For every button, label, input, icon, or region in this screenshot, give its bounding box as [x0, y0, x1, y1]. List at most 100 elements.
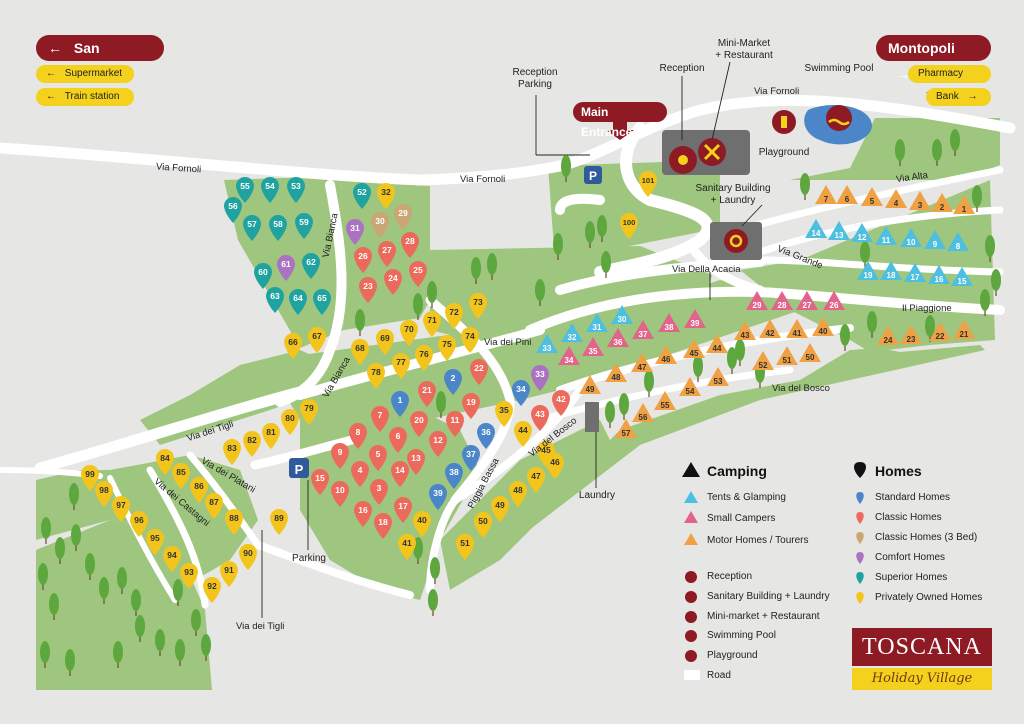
pitch-32[interactable]: 32 [561, 323, 583, 342]
home-89[interactable]: 89 [270, 509, 288, 535]
home-101[interactable]: 101 [639, 171, 657, 197]
home-50[interactable]: 50 [474, 512, 492, 538]
home-30[interactable]: 30 [371, 212, 389, 238]
home-61[interactable]: 61 [277, 255, 295, 281]
pitch-37[interactable]: 37 [632, 320, 654, 339]
home-99[interactable]: 99 [81, 465, 99, 491]
home-10[interactable]: 10 [331, 481, 349, 507]
home-41[interactable]: 41 [398, 534, 416, 560]
home-75[interactable]: 75 [438, 335, 456, 361]
home-86[interactable]: 86 [190, 477, 208, 503]
swimming-pool-icon[interactable] [826, 105, 852, 131]
pitch-30[interactable]: 30 [611, 305, 633, 324]
pitch-6[interactable]: 6 [836, 185, 858, 204]
home-91[interactable]: 91 [220, 561, 238, 587]
pitch-36[interactable]: 36 [607, 328, 629, 347]
minimarket-icon[interactable] [698, 138, 726, 166]
home-65[interactable]: 65 [313, 289, 331, 315]
home-83[interactable]: 83 [223, 439, 241, 465]
home-92[interactable]: 92 [203, 577, 221, 603]
pharmacy-sign[interactable]: Pharmacy → [908, 65, 991, 97]
home-51[interactable]: 51 [456, 534, 474, 560]
home-4[interactable]: 4 [351, 461, 369, 487]
home-78[interactable]: 78 [367, 363, 385, 389]
pitch-55[interactable]: 55 [654, 391, 676, 410]
home-19[interactable]: 19 [462, 393, 480, 419]
pitch-9[interactable]: 9 [924, 230, 946, 249]
pitch-4[interactable]: 4 [885, 189, 907, 208]
reception-icon[interactable] [669, 146, 697, 174]
home-37[interactable]: 37 [462, 445, 480, 471]
home-72[interactable]: 72 [445, 303, 463, 329]
pitch-2[interactable]: 2 [931, 193, 953, 212]
montopoli-sign[interactable]: Montopoli → [876, 35, 991, 82]
pitch-49[interactable]: 49 [579, 375, 601, 394]
pitch-19[interactable]: 19 [857, 261, 879, 280]
home-9[interactable]: 9 [331, 443, 349, 469]
home-27[interactable]: 27 [378, 241, 396, 267]
home-44[interactable]: 44 [514, 421, 532, 447]
pitch-34[interactable]: 34 [558, 346, 580, 365]
home-69[interactable]: 69 [376, 329, 394, 355]
pitch-38[interactable]: 38 [658, 313, 680, 332]
pitch-23[interactable]: 23 [900, 325, 922, 344]
pitch-7[interactable]: 7 [815, 185, 837, 204]
home-48[interactable]: 48 [509, 481, 527, 507]
pitch-42[interactable]: 42 [759, 319, 781, 338]
home-74[interactable]: 74 [461, 327, 479, 353]
home-47[interactable]: 47 [527, 467, 545, 493]
reception-parking-sign[interactable]: P [584, 166, 602, 184]
home-82[interactable]: 82 [243, 431, 261, 457]
home-55[interactable]: 55 [236, 177, 254, 203]
home-98[interactable]: 98 [95, 481, 113, 507]
pitch-33[interactable]: 33 [536, 334, 558, 353]
home-3[interactable]: 3 [370, 479, 388, 505]
pitch-24[interactable]: 24 [877, 326, 899, 345]
pitch-13[interactable]: 13 [828, 221, 850, 240]
pitch-53[interactable]: 53 [707, 367, 729, 386]
home-28[interactable]: 28 [401, 232, 419, 258]
home-59[interactable]: 59 [295, 213, 313, 239]
home-43[interactable]: 43 [531, 405, 549, 431]
home-33[interactable]: 33 [531, 365, 549, 391]
home-64[interactable]: 64 [289, 289, 307, 315]
pitch-44[interactable]: 44 [706, 334, 728, 353]
pitch-5[interactable]: 5 [861, 187, 883, 206]
home-21[interactable]: 21 [418, 381, 436, 407]
home-46[interactable]: 46 [546, 453, 564, 479]
home-36[interactable]: 36 [477, 423, 495, 449]
home-38[interactable]: 38 [445, 463, 463, 489]
home-52[interactable]: 52 [353, 183, 371, 209]
pitch-35[interactable]: 35 [582, 337, 604, 356]
home-11[interactable]: 11 [446, 411, 464, 437]
home-7[interactable]: 7 [371, 406, 389, 432]
home-79[interactable]: 79 [300, 399, 318, 425]
pitch-17[interactable]: 17 [904, 263, 926, 282]
home-17[interactable]: 17 [394, 497, 412, 523]
home-40[interactable]: 40 [413, 511, 431, 537]
home-67[interactable]: 67 [308, 327, 326, 353]
pitch-56[interactable]: 56 [632, 403, 654, 422]
pitch-26[interactable]: 26 [823, 291, 845, 310]
home-73[interactable]: 73 [469, 293, 487, 319]
home-94[interactable]: 94 [163, 546, 181, 572]
pitch-47[interactable]: 47 [631, 353, 653, 372]
supermarket-sign[interactable]: ← Supermarket [36, 65, 134, 83]
playground-icon[interactable] [772, 110, 796, 134]
pitch-27[interactable]: 27 [796, 291, 818, 310]
pitch-1[interactable]: 1 [953, 195, 975, 214]
home-49[interactable]: 49 [491, 496, 509, 522]
home-31[interactable]: 31 [346, 219, 364, 245]
pitch-51[interactable]: 51 [776, 346, 798, 365]
home-6[interactable]: 6 [389, 427, 407, 453]
pitch-31[interactable]: 31 [586, 313, 608, 332]
parking-sign[interactable]: P [289, 458, 309, 478]
home-13[interactable]: 13 [407, 449, 425, 475]
home-88[interactable]: 88 [225, 509, 243, 535]
pitch-45[interactable]: 45 [683, 339, 705, 358]
home-23[interactable]: 23 [359, 277, 377, 303]
pitch-29[interactable]: 29 [746, 291, 768, 310]
home-95[interactable]: 95 [146, 529, 164, 555]
home-42[interactable]: 42 [552, 390, 570, 416]
home-70[interactable]: 70 [400, 320, 418, 346]
